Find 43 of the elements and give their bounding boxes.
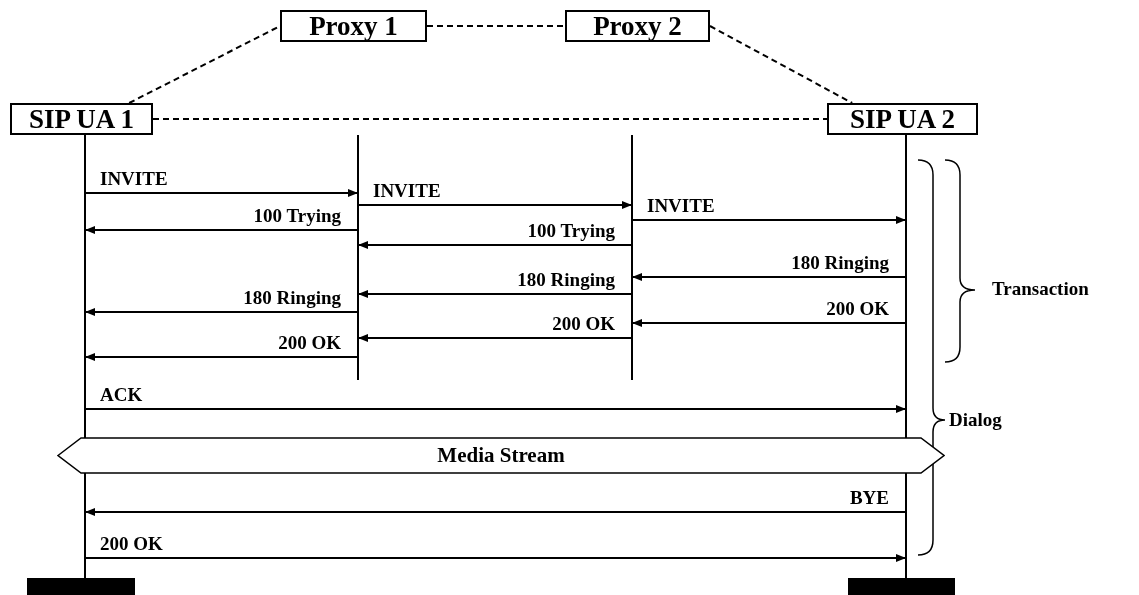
entity-box: Proxy 1 — [280, 10, 427, 42]
edge-label: 100 Trying — [527, 221, 615, 240]
edge-label: 200 OK — [826, 299, 889, 318]
dashed-line — [426, 25, 566, 27]
edge-label: ACK — [100, 385, 143, 404]
baseline-bar — [848, 578, 955, 595]
message-arrow — [358, 334, 632, 342]
dashed-line — [152, 118, 828, 120]
edge-label: INVITE — [647, 196, 715, 215]
lifeline — [357, 135, 359, 380]
message-arrow — [85, 508, 906, 516]
edge-label: 180 Ringing — [517, 270, 615, 289]
edge-label: 180 Ringing — [243, 288, 341, 307]
edge-label: 200 OK — [278, 333, 341, 352]
message-arrow — [85, 405, 906, 413]
message-arrow — [85, 308, 358, 316]
baseline-bar — [27, 578, 135, 595]
message-arrow — [85, 554, 906, 562]
edge-label: 200 OK — [100, 534, 163, 553]
edge-label: 100 Trying — [253, 206, 341, 225]
edge-label: INVITE — [100, 169, 168, 188]
message-arrow — [358, 201, 632, 209]
dashed-line — [709, 25, 854, 104]
message-arrow — [632, 273, 906, 281]
edge-label: INVITE — [373, 181, 441, 200]
entity-box: SIP UA 2 — [827, 103, 978, 135]
edge-label: 180 Ringing — [791, 253, 889, 272]
brace-label: Transaction — [992, 279, 1089, 298]
entity-box: SIP UA 1 — [10, 103, 153, 135]
message-arrow — [85, 226, 358, 234]
edge-label: BYE — [849, 488, 889, 507]
message-arrow — [85, 353, 358, 361]
edge-label: 200 OK — [552, 314, 615, 333]
lifeline — [631, 135, 633, 380]
message-arrow — [358, 241, 632, 249]
message-arrow — [632, 319, 906, 327]
brace-label: Dialog — [949, 410, 1002, 429]
entity-box: Proxy 2 — [565, 10, 710, 42]
message-arrow — [85, 189, 358, 197]
message-arrow — [632, 216, 906, 224]
lifeline — [84, 135, 86, 578]
message-arrow — [358, 290, 632, 298]
lifeline — [905, 135, 907, 578]
